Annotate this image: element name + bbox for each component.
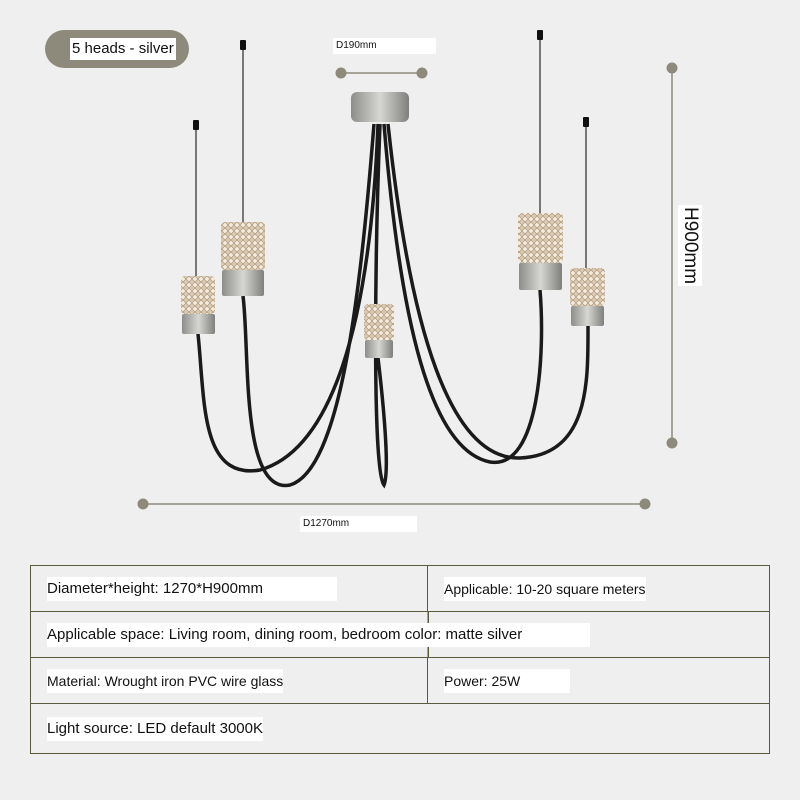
chandelier-illustration: [137, 30, 678, 510]
width-dimension-line: [137, 498, 651, 510]
lamp-head: [181, 276, 215, 334]
spec-diameter-height: Diameter*height: 1270*H900mm: [47, 576, 337, 601]
lamp-head: [221, 222, 265, 296]
lamp-head: [364, 304, 394, 358]
spec-power: Power: 25W: [444, 668, 571, 693]
table-row: Applicable space: Living room, dining ro…: [30, 611, 770, 658]
canopy-dimension-line: [335, 67, 428, 79]
overall-diameter-label: D1270mm: [300, 516, 417, 532]
lamp-head: [570, 268, 605, 326]
height-label: H900mm: [678, 205, 702, 287]
table-row: Light source: LED default 3000K: [30, 703, 770, 754]
spec-light-source: Light source: LED default 3000K: [47, 716, 263, 741]
spec-applicable-space: Applicable space: Living room, dining ro…: [47, 622, 591, 647]
table-row: Material: Wrought iron PVC wire glass Po…: [30, 657, 770, 704]
spec-table: Diameter*height: 1270*H900mm Applicable:…: [30, 565, 770, 754]
height-dimension-line: [666, 62, 678, 449]
canopy-diameter-label: D190mm: [333, 38, 436, 54]
spec-material: Material: Wrought iron PVC wire glass: [47, 668, 284, 693]
table-row: Diameter*height: 1270*H900mm Applicable:…: [30, 565, 770, 612]
spec-applicable-area: Applicable: 10-20 square meters: [444, 576, 646, 601]
variant-label: 5 heads - silver: [70, 38, 176, 60]
lamp-head: [518, 213, 563, 290]
canopy: [351, 92, 409, 122]
